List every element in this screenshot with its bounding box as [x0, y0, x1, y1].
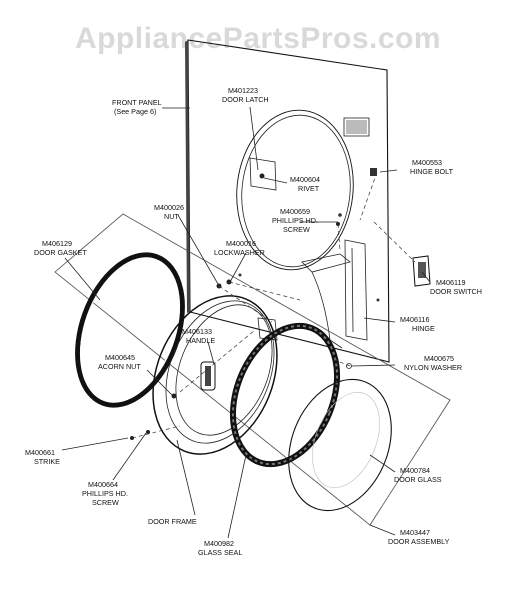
label-phillips-bottom-num: M400664	[88, 480, 118, 489]
label-phillips-top-num: M400659	[280, 207, 310, 216]
label-door-latch-num: M401223	[228, 86, 258, 95]
door-switch-drawing	[412, 255, 431, 287]
label-door-glass-num: M400784	[400, 466, 430, 475]
assembly-lines	[131, 171, 416, 439]
label-door-switch-num: M406119	[436, 278, 465, 287]
label-glass-seal-name: GLASS SEAL	[198, 548, 242, 557]
label-acorn-name: ACORN NUT	[98, 362, 141, 371]
door-glass-drawing	[288, 378, 392, 512]
label-nut-name: NUT	[164, 212, 179, 221]
label-phillips-bottom-screw: SCREW	[92, 498, 119, 507]
label-door-switch-name: DOOR SWITCH	[430, 287, 482, 296]
label-hinge-num: M406116	[400, 315, 429, 324]
label-phillips-bottom-name: PHILLIPS HD.	[82, 489, 128, 498]
label-hinge-bolt-name: HINGE BOLT	[410, 167, 454, 176]
label-strike-num: M400661	[25, 448, 55, 457]
label-door-frame-name: DOOR FRAME	[148, 517, 197, 526]
label-acorn-num: M400645	[105, 353, 135, 362]
label-gasket-num: M406129	[42, 239, 72, 248]
label-lockwasher-num: M400016	[226, 239, 256, 248]
watermark-text: AppliancePartsPros.com	[75, 22, 441, 55]
leader-lines	[61, 106, 431, 539]
label-door-glass-name: DOOR GLASS	[394, 475, 442, 484]
label-handle-name: HANDLE	[186, 336, 215, 345]
glass-seal-drawing	[229, 322, 341, 468]
label-lockwasher-name: LOCKWASHER	[214, 248, 265, 257]
label-handle-num: M406133	[182, 327, 212, 336]
label-glass-seal-num: M400982	[204, 539, 234, 548]
door-assembly-outline	[54, 213, 451, 526]
label-hinge-name: HINGE	[412, 324, 435, 333]
label-hinge-bolt-num: M400553	[412, 158, 442, 167]
front-panel-drawing	[185, 39, 390, 363]
label-door-latch-name: DOOR LATCH	[222, 95, 269, 104]
label-door-assembly-num: M403447	[400, 528, 430, 537]
label-front-panel-page: (See Page 6)	[114, 107, 156, 116]
label-front-panel: FRONT PANEL	[112, 98, 162, 107]
label-phillips-top-screw: SCREW	[283, 225, 310, 234]
label-nylon-name: NYLON WASHER	[404, 363, 462, 372]
label-nut-num: M400026	[154, 203, 184, 212]
label-strike-name: STRIKE	[34, 457, 60, 466]
label-phillips-top-name: PHILLIPS HD.	[272, 216, 318, 225]
door-gasket-drawing	[75, 252, 185, 408]
label-rivet-num: M400604	[290, 175, 320, 184]
label-rivet-name: RIVET	[298, 184, 320, 193]
label-door-assembly-name: DOOR ASSEMBLY	[388, 537, 450, 546]
label-gasket-name: DOOR GASKET	[34, 248, 87, 257]
door-frame-drawing	[152, 295, 278, 455]
label-nylon-num: M400675	[424, 354, 454, 363]
